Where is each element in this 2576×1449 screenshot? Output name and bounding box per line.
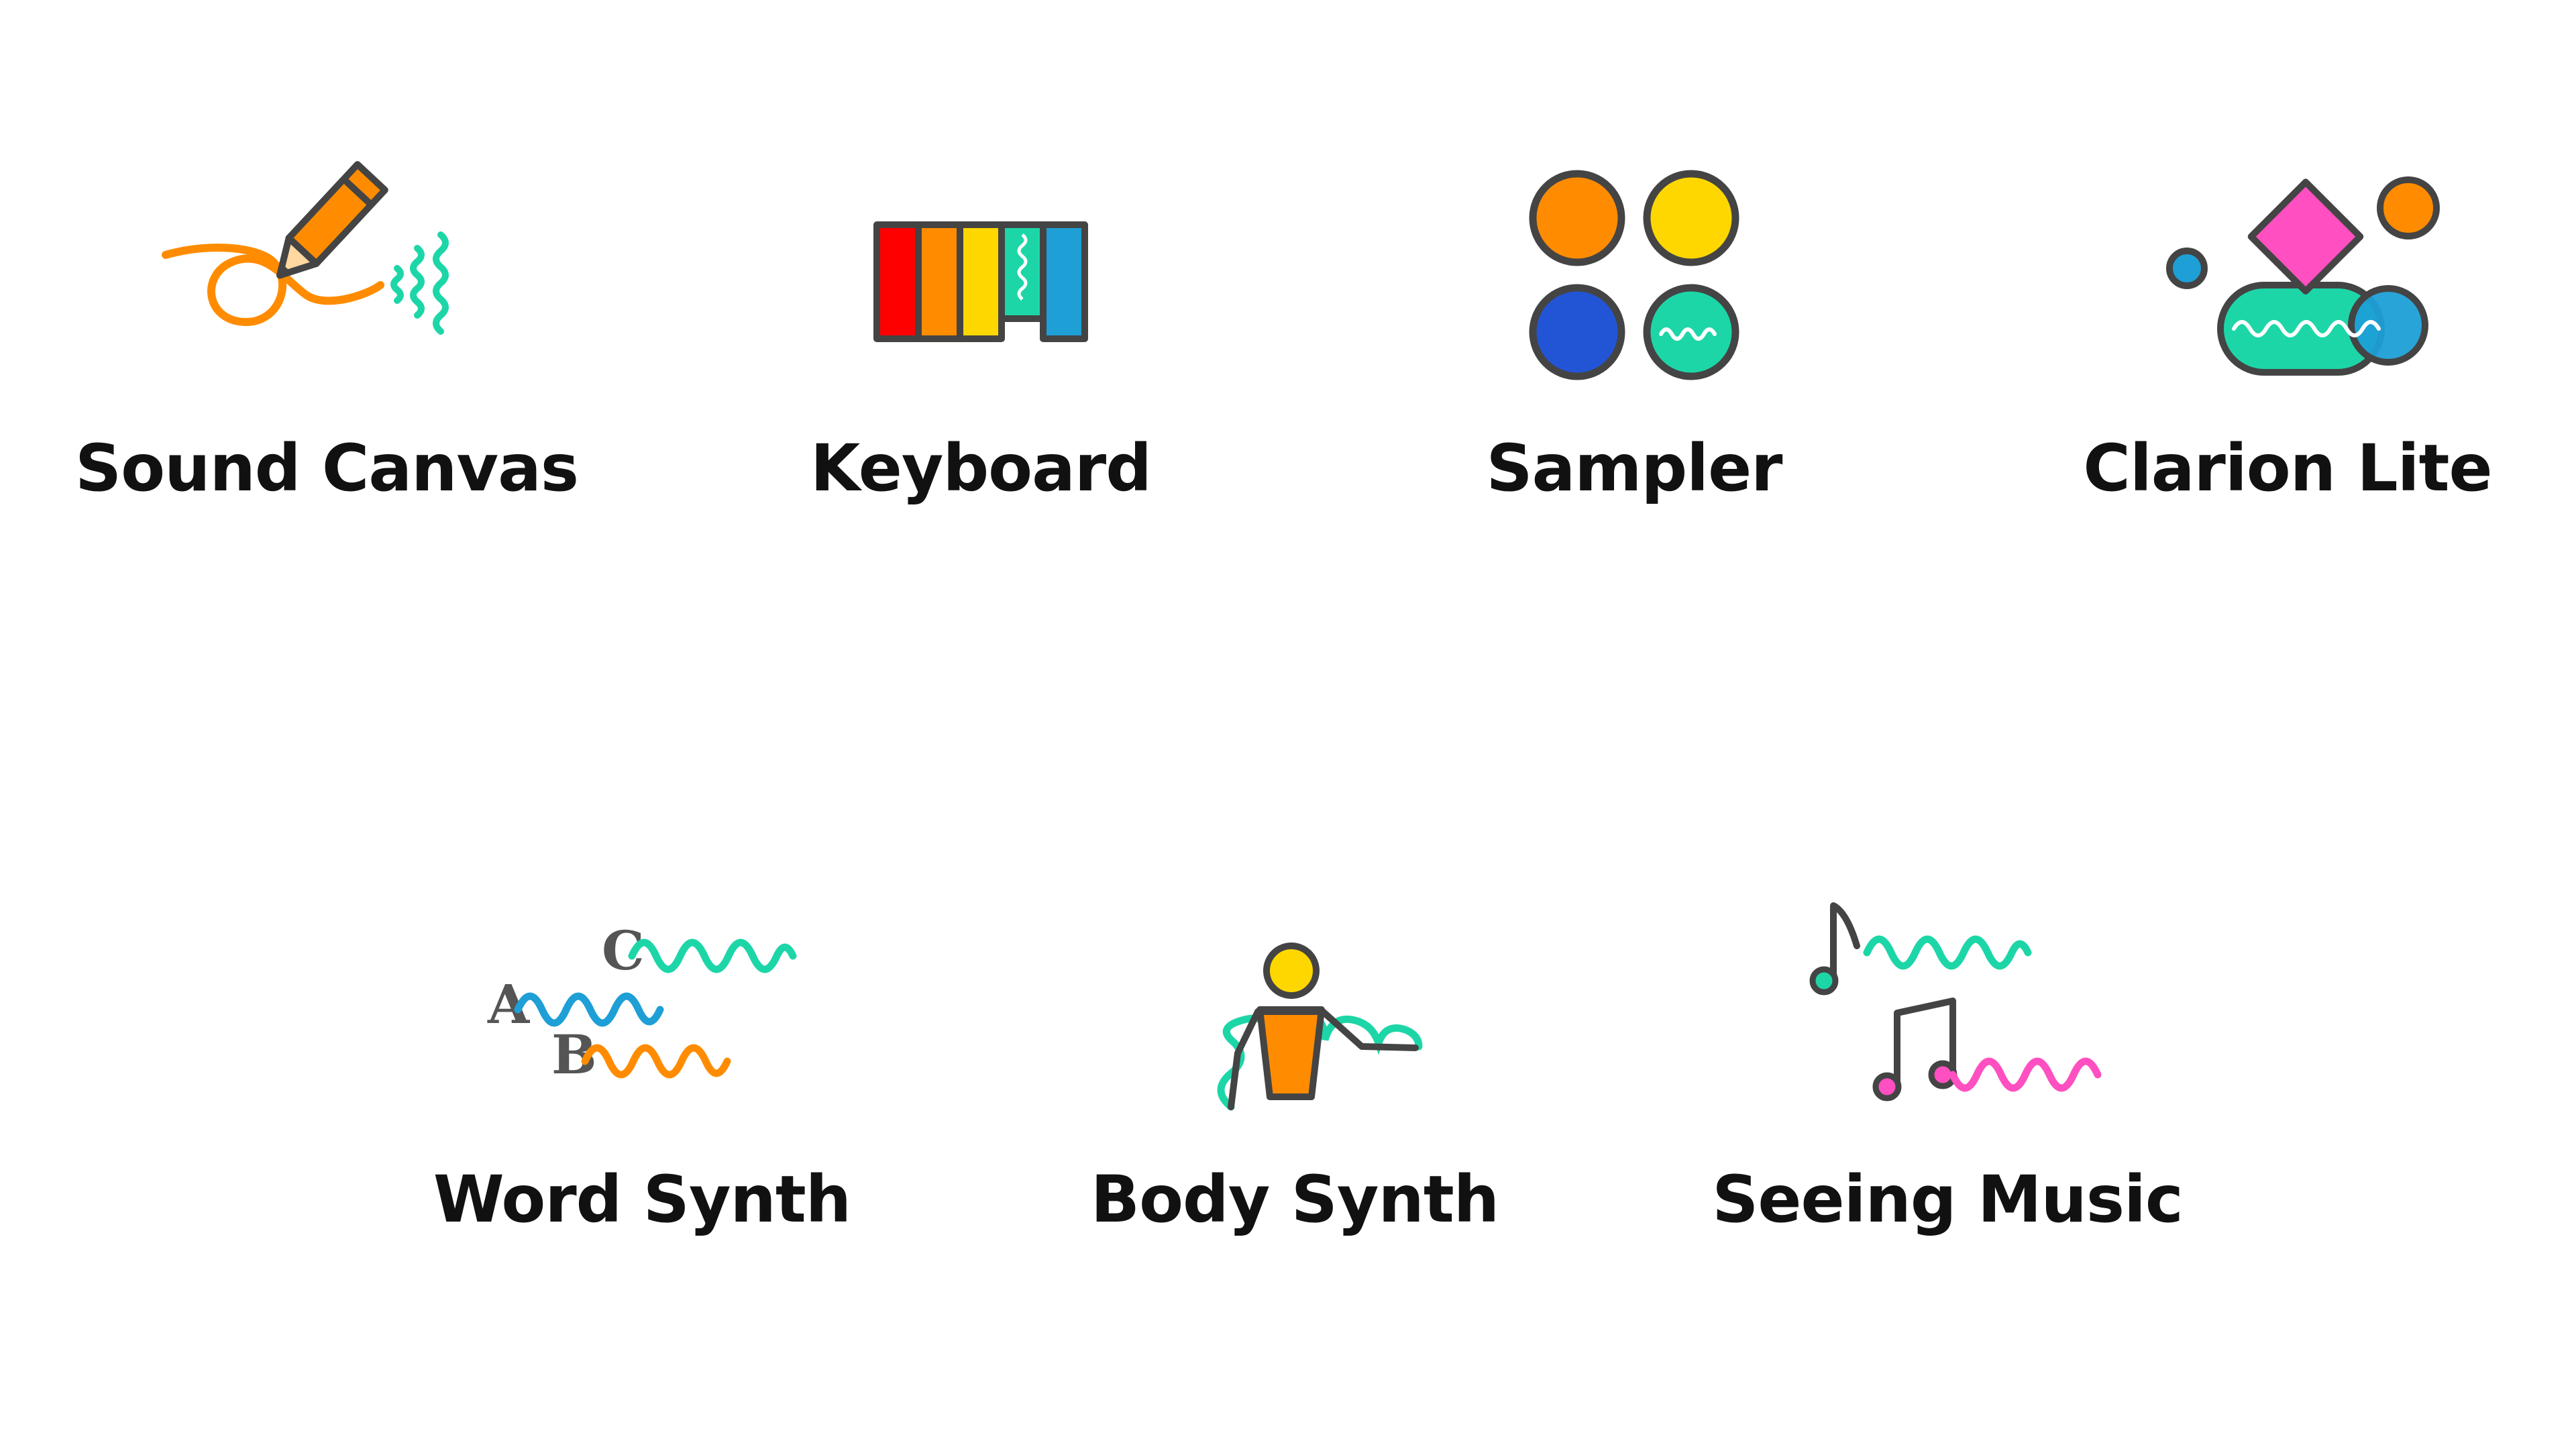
app-sound-canvas[interactable]: Sound Canvas <box>25 161 629 506</box>
app-label: Sound Canvas <box>75 431 579 506</box>
four-circles-icon <box>1529 170 1739 380</box>
app-word-synth[interactable]: C A B Word Synth <box>340 892 944 1237</box>
app-seeing-music[interactable]: Seeing Music <box>1646 892 2249 1237</box>
app-label: Word Synth <box>433 1162 851 1237</box>
app-sampler[interactable]: Sampler <box>1332 161 1936 506</box>
app-label: Clarion Lite <box>2083 431 2492 506</box>
app-label: Seeing Music <box>1712 1162 2184 1237</box>
letters-waves-icon: C A B <box>487 919 797 1086</box>
app-body-synth[interactable]: Body Synth <box>993 892 1597 1237</box>
app-label: Sampler <box>1486 431 1782 506</box>
color-keys-icon <box>873 221 1088 342</box>
app-clarion-lite[interactable]: Clarion Lite <box>1986 161 2576 506</box>
pencil-squiggle-icon <box>162 161 449 335</box>
shapes-icon <box>2166 176 2440 376</box>
app-keyboard[interactable]: Keyboard <box>679 161 1283 506</box>
app-label: Keyboard <box>810 431 1152 506</box>
dancing-figure-icon <box>1217 943 1423 1111</box>
music-notes-icon <box>1809 902 2102 1102</box>
app-label: Body Synth <box>1090 1162 1499 1237</box>
